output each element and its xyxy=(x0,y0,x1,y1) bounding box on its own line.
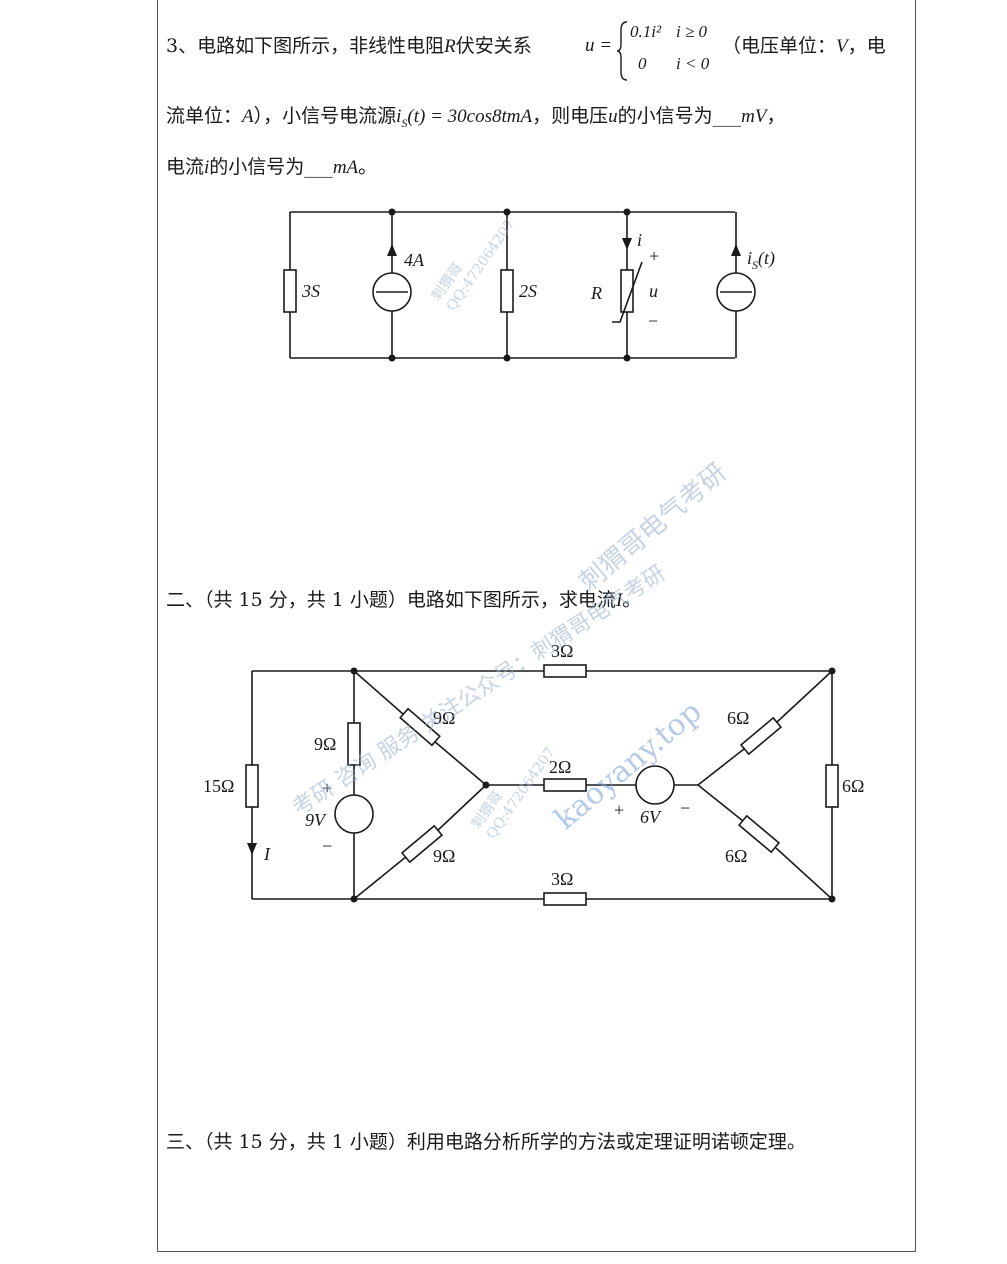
q3-main-heading: 三、（共 15 分，共 1 小题）利用电路分析所学的方法或定理证明诺顿定理。 xyxy=(166,1131,806,1153)
r-bottom-label: 3Ω xyxy=(551,869,573,889)
r-left-vertical-label: 9Ω xyxy=(314,734,336,754)
r-lower-diag-label: 9Ω xyxy=(433,846,455,866)
r-right-upper-label: 6Ω xyxy=(727,708,749,728)
source-label: iS(t) xyxy=(747,248,775,272)
r-upper-diag-label: 9Ω xyxy=(433,708,455,728)
r-right-lower-label: 6Ω xyxy=(725,846,747,866)
r-15-label: 15Ω xyxy=(203,776,234,796)
exam-page xyxy=(157,0,916,1252)
q3-case1-cond: i ≥ 0 xyxy=(676,22,708,41)
q2-heading: 二、（共 15 分，共 1 小题）电路如下图所示，求电流I。 xyxy=(166,589,642,611)
minus-sign: − xyxy=(648,311,658,331)
v6-label: 6V xyxy=(640,807,662,827)
q3-line1: 3、电路如下图所示，非线性电阻R伏安关系 xyxy=(166,35,532,57)
v9-plus: + xyxy=(322,778,332,798)
q3-line1-suffix: （电压单位：V，电 xyxy=(722,35,886,57)
v9-label: 9V xyxy=(305,810,327,830)
current-source-label: 4A xyxy=(404,250,425,270)
v6-minus: − xyxy=(680,798,690,818)
r-middle-label: 2Ω xyxy=(549,757,571,777)
plus-sign: + xyxy=(649,246,659,266)
u-label: u xyxy=(649,281,658,301)
r-right-vertical-label: 6Ω xyxy=(842,776,864,796)
v6-plus: + xyxy=(614,800,624,820)
q3-case2-cond: i < 0 xyxy=(676,54,710,73)
q3-line2: 流单位：A），小信号电流源iS(t) = 30cos8tmA，则电压u的小信号为… xyxy=(166,105,786,130)
q3-case2-expr: 0 xyxy=(638,54,647,73)
circuit1-diagram: 3S 4A 2S R i + u − iS(t) xyxy=(283,208,775,362)
i-label: i xyxy=(637,230,642,250)
v9-minus: − xyxy=(322,836,332,856)
q3-formula-u: u = xyxy=(585,35,613,56)
g1-label: 3S xyxy=(301,281,320,301)
g2-label: 2S xyxy=(519,281,537,301)
q3-line3: 电流i的小信号为___mA。 xyxy=(166,156,378,178)
brace-icon xyxy=(616,21,628,81)
r-top-label: 3Ω xyxy=(551,641,573,661)
circuit2-diagram: 3Ω 9Ω 9Ω 15Ω I + 9V − 9Ω 2Ω + 6V − 6Ω 6Ω… xyxy=(203,641,864,906)
q3-case1-expr: 0.1i² xyxy=(630,22,662,41)
current-i-label: I xyxy=(263,844,271,864)
nonlinear-r-label: R xyxy=(590,283,602,303)
